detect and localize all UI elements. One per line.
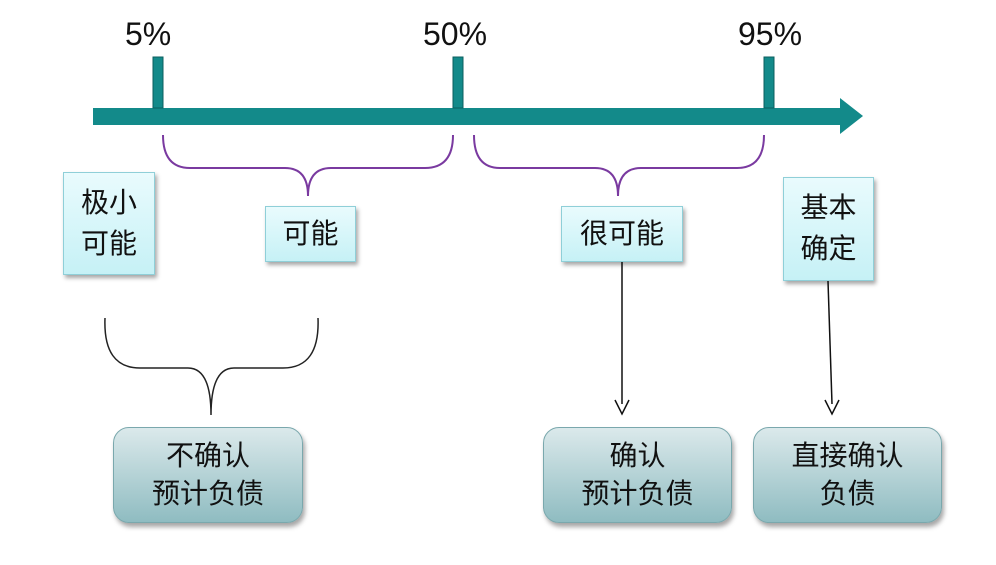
outcome-provision-line1: 确认 — [609, 439, 666, 473]
category-certain-line2: 确定 — [800, 232, 857, 265]
label-95-percent: 95% — [738, 16, 803, 52]
arrow-certain-to-liability — [824, 280, 840, 416]
outcome-not-recognized-line2: 预计负债 — [151, 477, 264, 510]
category-remote: 极小 可能 — [63, 172, 155, 275]
outcome-liability-line1: 直接确认 — [791, 439, 904, 473]
label-5-percent: 5% — [125, 16, 172, 52]
category-remote-line2: 可能 — [80, 226, 137, 260]
category-possible-label: 可能 — [282, 216, 339, 250]
outcome-recognize-liability: 直接确认 负债 — [753, 427, 942, 523]
tick-5-percent — [152, 56, 164, 109]
timeline-axis — [93, 98, 863, 134]
outcome-liability-line2: 负债 — [819, 477, 876, 510]
outcome-recognize-provision: 确认 预计负债 — [543, 427, 732, 523]
brace-5-to-50 — [162, 134, 454, 197]
arrow-probable-to-provision — [614, 262, 630, 416]
outcome-provision-line2: 预计负债 — [581, 477, 694, 510]
category-probable: 很可能 — [561, 206, 683, 262]
brace-not-recognized — [104, 317, 319, 416]
brace-50-to-95 — [473, 134, 765, 197]
category-certain-line1: 基本 — [800, 191, 857, 225]
label-50-percent: 50% — [423, 16, 488, 52]
outcome-not-recognized: 不确认 预计负债 — [113, 427, 303, 523]
category-possible: 可能 — [265, 206, 356, 262]
tick-50-percent — [452, 56, 464, 109]
category-probable-label: 很可能 — [579, 216, 664, 250]
tick-95-percent — [763, 56, 775, 109]
category-remote-line1: 极小 — [80, 185, 137, 219]
category-virtually-certain: 基本 确定 — [783, 177, 874, 281]
outcome-not-recognized-line1: 不确认 — [165, 439, 250, 473]
